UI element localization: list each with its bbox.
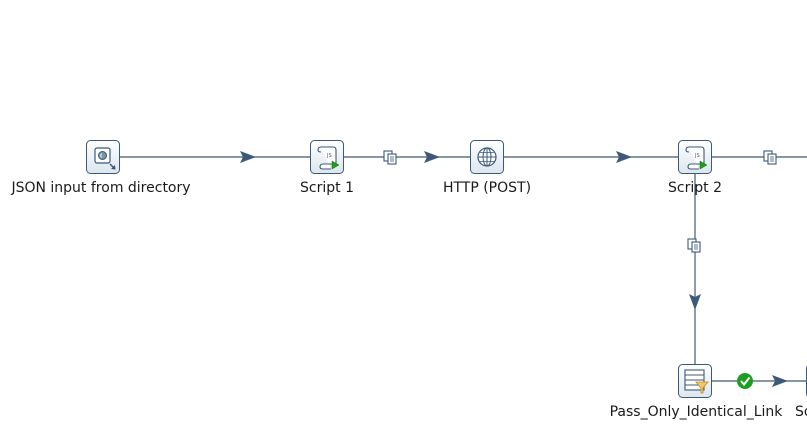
step-label-script-1: Script 1 [300, 180, 354, 196]
step-label-script-2: Script 2 [668, 180, 722, 196]
script-icon[interactable]: JS [310, 140, 344, 174]
hop-arrow-icon [616, 151, 632, 163]
step-label-cut-off: So [795, 404, 807, 420]
hop-json-input-to-script-1[interactable] [120, 151, 310, 163]
hop-arrow-icon [424, 151, 440, 163]
copy-rows-icon [383, 150, 397, 165]
true-check-icon [737, 373, 753, 389]
hop-script-1-to-http-post[interactable] [344, 150, 470, 165]
hop-arrow-icon [240, 151, 256, 163]
hop-pass-only-to-cut-off-step[interactable] [712, 373, 807, 389]
globe-icon[interactable] [470, 140, 504, 174]
svg-text:JS: JS [694, 153, 700, 159]
step-label-json-input: JSON input from directory [11, 180, 191, 196]
step-label-pass-only: Pass_Only_Identical_Link [609, 404, 783, 420]
json-input-icon[interactable] [86, 140, 120, 174]
copy-rows-icon [687, 238, 701, 253]
filter-rows-icon[interactable] [678, 364, 712, 398]
step-label-http-post: HTTP (POST) [442, 180, 532, 196]
copy-rows-icon [763, 150, 777, 165]
hop-http-post-to-script-2[interactable] [504, 151, 678, 163]
hop-script-2-to-offscreen[interactable] [712, 150, 807, 165]
hop-arrow-icon [689, 294, 701, 310]
svg-text:JS: JS [326, 153, 332, 159]
script-icon[interactable]: JS [678, 140, 712, 174]
hop-arrow-icon [772, 375, 788, 387]
hop-script-2-to-pass-only[interactable] [687, 174, 701, 365]
